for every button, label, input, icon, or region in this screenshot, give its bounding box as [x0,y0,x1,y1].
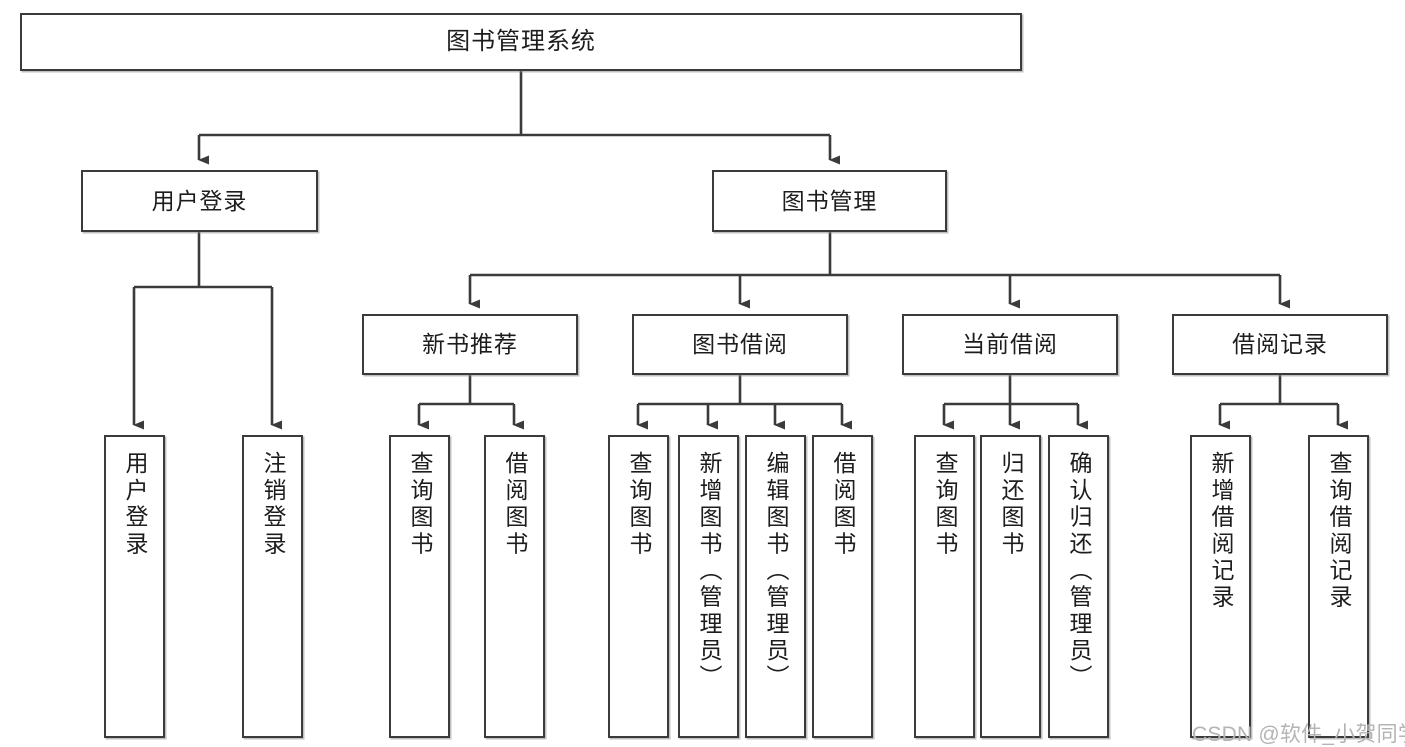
node-book-borrow[interactable]: 图书借阅 [632,314,848,375]
node-leaf-borrow-book-2-label: 借阅图书 [830,451,856,558]
node-new-book-recommend[interactable]: 新书推荐 [362,314,578,375]
node-leaf-user-login-label: 用户登录 [122,451,148,558]
node-user-login[interactable]: 用户登录 [81,170,318,232]
node-leaf-edit-book[interactable]: 编辑图书（管理员） [745,435,806,738]
node-user-login-label: 用户登录 [151,187,248,214]
node-leaf-add-borrow-record-label: 新增借阅记录 [1208,451,1234,612]
node-current-borrow[interactable]: 当前借阅 [902,314,1118,375]
node-leaf-return-book[interactable]: 归还图书 [980,435,1041,738]
node-leaf-query-book-2-label: 查询图书 [626,451,652,558]
node-leaf-user-login[interactable]: 用户登录 [104,435,165,738]
node-leaf-add-book[interactable]: 新增图书（管理员） [678,435,739,738]
node-leaf-add-borrow-record[interactable]: 新增借阅记录 [1190,435,1251,738]
node-book-manage[interactable]: 图书管理 [712,170,947,232]
node-leaf-return-book-label: 归还图书 [998,451,1024,558]
node-leaf-query-book-3[interactable]: 查询图书 [914,435,975,738]
node-leaf-borrow-book-1[interactable]: 借阅图书 [484,435,545,738]
node-leaf-borrow-book-1-label: 借阅图书 [502,451,528,558]
node-leaf-confirm-return[interactable]: 确认归还（管理员） [1048,435,1109,738]
node-book-manage-label: 图书管理 [781,187,878,214]
node-leaf-query-book-2[interactable]: 查询图书 [608,435,669,738]
node-leaf-query-borrow-record-label: 查询借阅记录 [1326,451,1352,612]
node-current-borrow-label: 当前借阅 [962,331,1058,358]
node-leaf-query-book-1[interactable]: 查询图书 [389,435,450,738]
node-root-label: 图书管理系统 [446,28,596,56]
node-leaf-query-book-1-label: 查询图书 [407,451,433,558]
node-leaf-query-borrow-record[interactable]: 查询借阅记录 [1308,435,1369,738]
node-leaf-confirm-return-label: 确认归还（管理员） [1066,451,1092,692]
node-leaf-add-book-label: 新增图书（管理员） [696,451,722,692]
node-borrow-record-label: 借阅记录 [1232,331,1328,358]
node-borrow-record[interactable]: 借阅记录 [1172,314,1388,375]
node-leaf-borrow-book-2[interactable]: 借阅图书 [812,435,873,738]
node-leaf-logout-label: 注销登录 [260,451,286,558]
node-book-borrow-label: 图书借阅 [692,331,788,358]
node-leaf-query-book-3-label: 查询图书 [932,451,958,558]
node-leaf-edit-book-label: 编辑图书（管理员） [763,451,789,692]
node-new-book-recommend-label: 新书推荐 [422,331,518,358]
csdn-watermark: CSDN @软件_小贺同学 [1192,723,1405,746]
node-leaf-logout[interactable]: 注销登录 [242,435,303,738]
node-root[interactable]: 图书管理系统 [20,13,1022,71]
